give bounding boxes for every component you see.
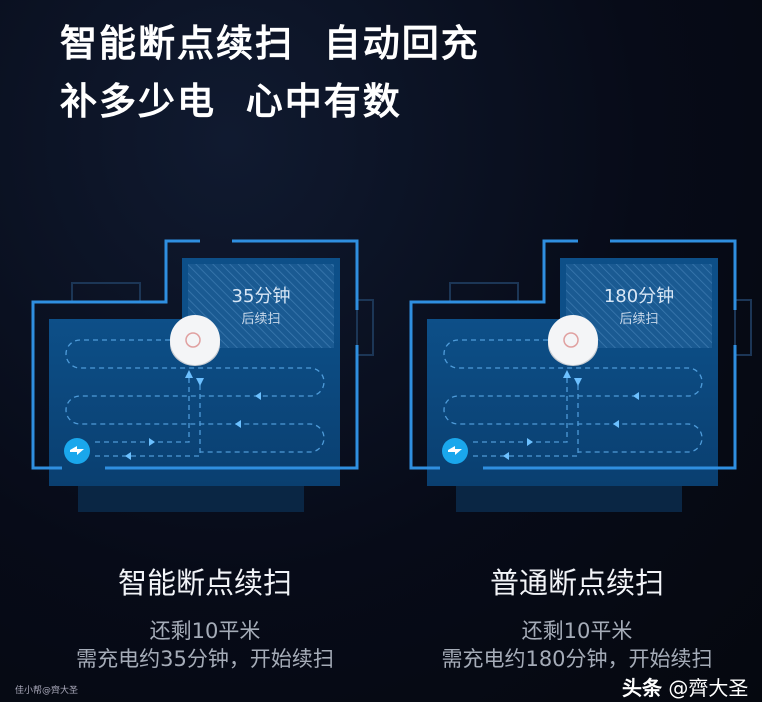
watermark-brand: 头条 — [622, 676, 662, 700]
closet-outline — [71, 282, 141, 303]
door-outline — [356, 299, 374, 356]
headline-line-1: 智能断点续扫 自动回充 — [60, 22, 480, 65]
caption-remaining-smart: 还剩10平米 — [149, 619, 261, 643]
panel-time: 180分钟 — [603, 286, 675, 307]
caption-note-normal: 需充电约180分钟，开始续扫 — [441, 647, 713, 671]
room-shadow — [78, 486, 304, 512]
room-shadow — [456, 486, 682, 512]
panel-time: 35分钟 — [231, 286, 291, 307]
door-outline — [734, 299, 752, 356]
robot-vacuum-icon — [548, 315, 598, 366]
path-arrows — [503, 370, 639, 460]
watermark-right: 头条 @齊大圣 — [622, 676, 748, 700]
headline-line-2: 补多少电 心中有数 — [60, 80, 402, 123]
watermark-user: @齊大圣 — [668, 676, 749, 700]
cleaning-path — [65, 339, 325, 457]
closet-outline — [449, 282, 519, 303]
panel-normal: 180分钟 后续扫 — [378, 230, 758, 512]
charging-dock-icon — [442, 438, 468, 464]
charging-dock-icon — [64, 438, 90, 464]
panel-smart: 35分钟 后续扫 — [0, 230, 380, 512]
cleaning-path — [443, 339, 703, 457]
panel-time-sub: 后续扫 — [619, 312, 659, 327]
panel-time-sub: 后续扫 — [241, 312, 281, 327]
caption-title-normal: 普通断点续扫 — [489, 566, 664, 600]
floor-map — [409, 239, 752, 512]
walls — [409, 239, 737, 470]
watermark-left: 佳小帮@齊大圣 — [15, 686, 79, 696]
caption-note-smart: 需充电约35分钟，开始续扫 — [76, 647, 334, 671]
walls — [31, 239, 359, 470]
floor-map — [31, 239, 374, 512]
robot-vacuum-icon — [170, 315, 220, 366]
path-arrows — [125, 370, 261, 460]
caption-title-smart: 智能断点续扫 — [117, 566, 292, 600]
caption-remaining-normal: 还剩10平米 — [521, 619, 633, 643]
